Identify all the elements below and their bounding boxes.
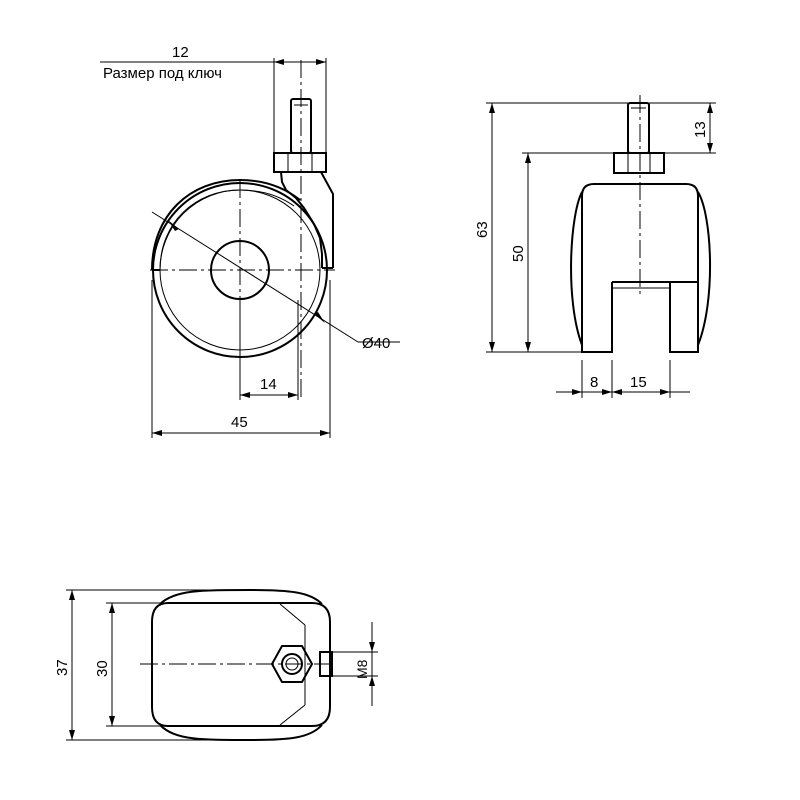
top-hex-nut	[270, 645, 314, 683]
stem-length-label: 13	[692, 121, 709, 138]
top-wheel-top	[159, 588, 323, 605]
top-view: 37 30 M8	[54, 588, 378, 742]
side-stem	[627, 102, 650, 154]
wrench-size-label: 12	[172, 44, 189, 61]
overall-depth-label: 37	[54, 659, 71, 676]
wrench-note-label: Размер под ключ	[103, 65, 222, 82]
hub-offset-label: 14	[260, 376, 277, 393]
overall-height-label: 63	[474, 221, 491, 238]
leg-gap-label: 15	[630, 374, 647, 391]
wheel-diameter-label: Ø40	[362, 335, 390, 352]
overall-width-label: 45	[231, 414, 248, 431]
housing-bracket	[280, 171, 334, 268]
front-view: 12 Размер под ключ Ø40 14 45	[100, 44, 400, 438]
top-wheel-bottom	[159, 724, 323, 742]
side-body	[594, 183, 699, 283]
side-nut	[613, 152, 665, 174]
thread-size-label: M8	[354, 659, 370, 679]
body-depth-label: 30	[94, 660, 111, 677]
top-body	[151, 602, 331, 727]
side-view: 63 50 13 8 15	[474, 95, 716, 398]
leg-width-label: 8	[590, 374, 598, 391]
side-wheel-right	[697, 191, 712, 346]
body-height-label: 50	[510, 245, 527, 262]
wheel-housing	[151, 178, 301, 271]
side-wheel-left	[570, 191, 583, 346]
nut	[273, 152, 327, 173]
